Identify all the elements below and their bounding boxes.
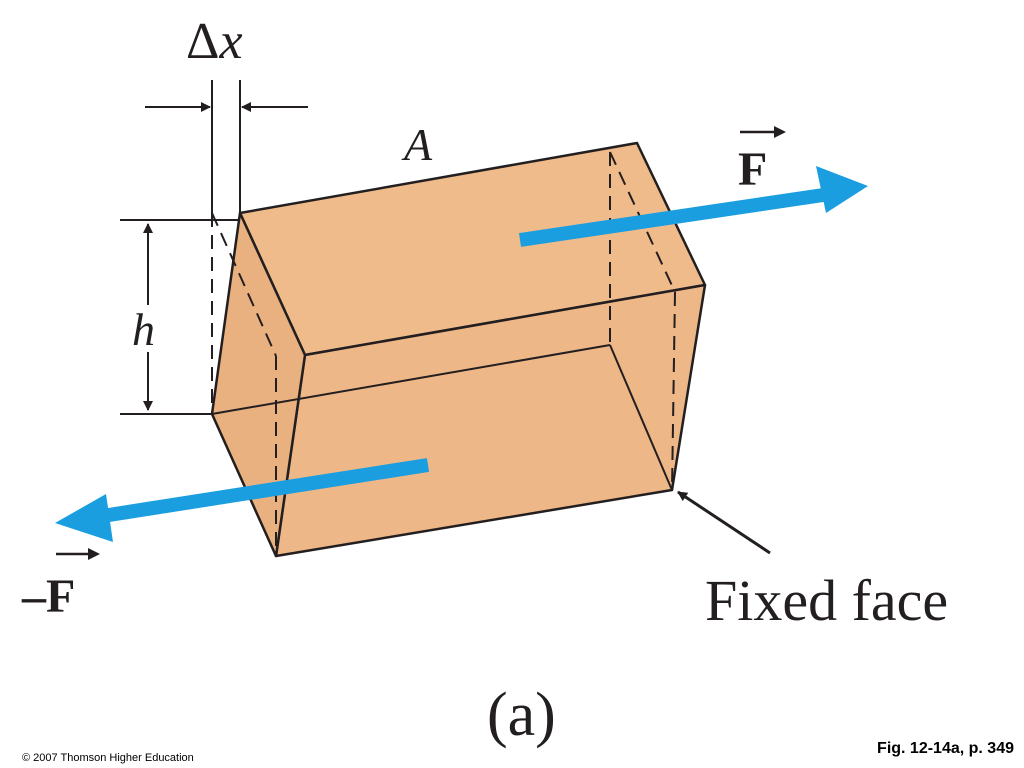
fixed-face-label: Fixed face (705, 568, 948, 633)
panel-label: (a) (487, 681, 556, 749)
area-label: A (401, 119, 433, 170)
negative-force-label: –F (21, 548, 100, 623)
height-label: h (132, 304, 155, 355)
svg-text:F: F (738, 143, 767, 196)
fixed-face-pointer (677, 490, 771, 555)
delta-x-label: Δx (186, 13, 243, 70)
svg-text:–F: –F (21, 570, 75, 623)
force-arrow-left (55, 458, 430, 542)
height-dimension (120, 219, 240, 415)
force-arrow-right (518, 166, 868, 247)
delta-x-dimension (145, 80, 308, 213)
fixed-face-edges (211, 344, 673, 491)
copyright-text: © 2007 Thomson Higher Education (22, 752, 194, 764)
undeformed-outline (211, 151, 676, 557)
force-label: F (738, 126, 786, 196)
figure-reference: Fig. 12-14a, p. 349 (877, 740, 1014, 757)
